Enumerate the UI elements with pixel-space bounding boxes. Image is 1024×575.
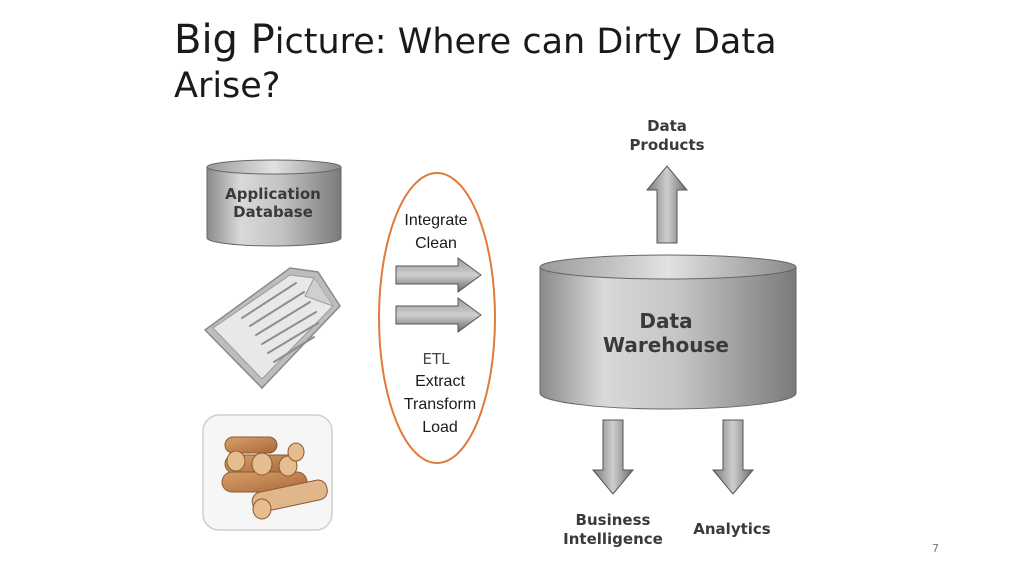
etl-heading: ETL bbox=[423, 350, 451, 368]
bi-label-1: Business bbox=[576, 511, 651, 529]
wood-logs-icon bbox=[202, 414, 333, 531]
slide-title: Big Picture: Where can Dirty Data Arise? bbox=[174, 18, 874, 108]
title-part-2: icture: Where can Dirty Data Arise? bbox=[174, 22, 777, 106]
etl-step-load: Load bbox=[422, 419, 458, 436]
arrow-down-bi-icon bbox=[591, 419, 635, 495]
app-db-label-1: Application bbox=[225, 185, 321, 203]
data-warehouse-icon: Data Warehouse bbox=[539, 254, 797, 410]
title-part-1: Big P bbox=[174, 17, 275, 63]
application-database-icon: Application Database bbox=[206, 159, 342, 247]
etl-integrate-label: Integrate bbox=[404, 212, 467, 229]
analytics-label: Analytics bbox=[693, 520, 771, 538]
warehouse-label-1: Data bbox=[639, 309, 692, 333]
etl-clean-label: Clean bbox=[415, 235, 457, 252]
data-products-label-2: Products bbox=[629, 136, 704, 154]
etl-ellipse bbox=[378, 172, 496, 464]
data-products-label-1: Data bbox=[647, 117, 687, 135]
app-db-label-2: Database bbox=[233, 203, 313, 221]
bi-label-2: Intelligence bbox=[563, 530, 663, 548]
etl-step-transform: Transform bbox=[404, 396, 476, 413]
etl-arrow-2 bbox=[395, 297, 482, 333]
etl-arrow-1 bbox=[395, 257, 482, 293]
arrow-down-analytics-icon bbox=[711, 419, 755, 495]
warehouse-label-2: Warehouse bbox=[603, 333, 729, 357]
etl-step-extract: Extract bbox=[415, 373, 465, 390]
arrow-up-icon bbox=[645, 165, 689, 244]
document-icon bbox=[203, 267, 341, 390]
slide-number: 7 bbox=[932, 542, 939, 555]
